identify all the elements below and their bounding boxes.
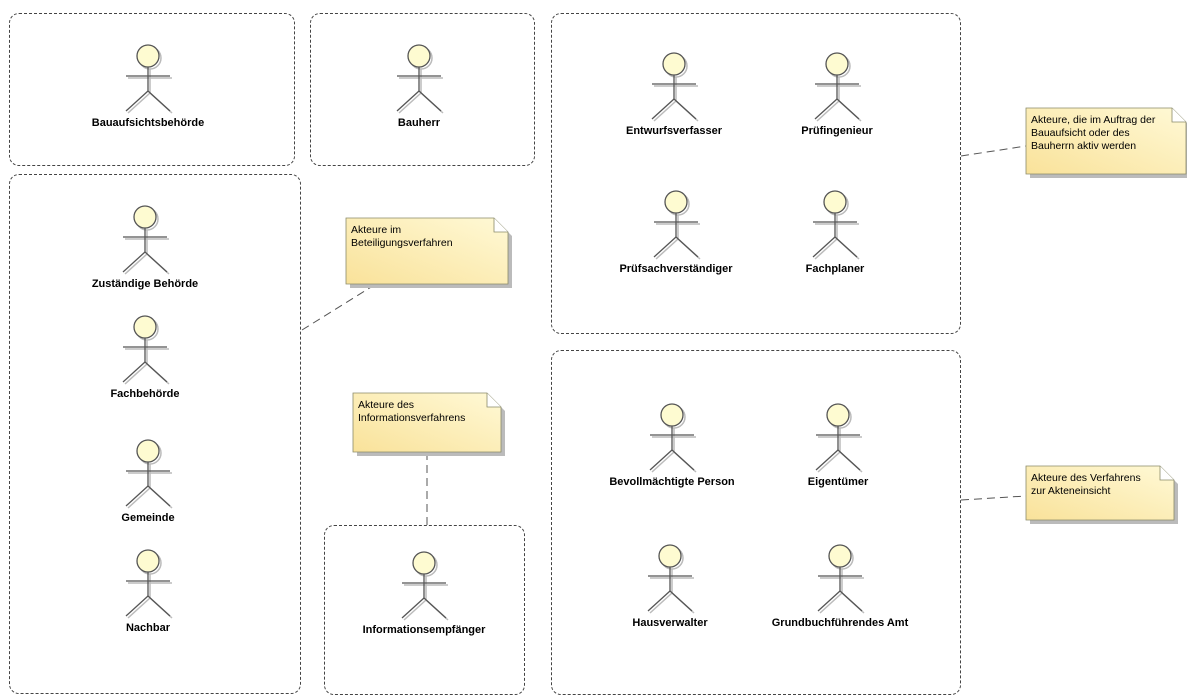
actor-gemeinde[interactable]: Gemeinde	[68, 439, 228, 550]
note-auftrag[interactable]: Akteure, die im Auftrag der Bauaufsicht …	[1025, 107, 1187, 178]
actor-label: Fachplaner	[805, 263, 865, 275]
stick-figure-icon	[396, 44, 444, 114]
actor-label: Gemeinde	[121, 512, 175, 524]
actor-bevollmaechtigte-person[interactable]: Bevollmächtigte Person	[592, 403, 752, 514]
stick-figure-icon	[812, 190, 860, 260]
actor-label: Zuständige Behörde	[91, 278, 199, 290]
stick-figure-icon	[401, 551, 449, 621]
stick-figure-icon	[125, 549, 173, 619]
actor-pruefsachverstaendiger[interactable]: Prüfsachverständiger	[596, 190, 756, 301]
actor-label: Entwurfsverfasser	[626, 125, 722, 137]
actor-bauaufsichtsbehoerde[interactable]: Bauaufsichtsbehörde	[68, 44, 228, 155]
stick-figure-icon	[125, 44, 173, 114]
connector-auftrag	[960, 145, 1027, 157]
stick-figure-icon	[647, 544, 695, 614]
stick-figure-icon	[815, 403, 863, 473]
actor-eigentuemer[interactable]: Eigentümer	[758, 403, 918, 514]
stick-figure-icon	[125, 439, 173, 509]
stick-figure-icon	[653, 190, 701, 260]
stick-figure-icon	[651, 52, 699, 122]
note-text: Akteure im Beteiligungsverfahren	[351, 224, 453, 249]
actor-zustaendige-behoerde[interactable]: Zuständige Behörde	[65, 205, 225, 316]
actor-label: Prüfsachverständiger	[619, 263, 733, 275]
actor-label: Grundbuchführendes Amt	[771, 617, 909, 629]
actor-grundbuchfuehrendes-amt[interactable]: Grundbuchführendes Amt	[760, 544, 920, 655]
note-shape	[1025, 107, 1187, 178]
note-shape	[345, 217, 512, 288]
actor-label: Hausverwalter	[632, 617, 708, 629]
connector-beteiligung	[301, 283, 377, 331]
actor-bauherr[interactable]: Bauherr	[339, 44, 499, 155]
boundary-bauaufsicht[interactable]	[9, 13, 295, 166]
actor-entwurfsverfasser[interactable]: Entwurfsverfasser	[594, 52, 754, 163]
note-text: Akteure des Informationsverfahrens	[358, 399, 466, 424]
note-akteneinsicht[interactable]: Akteure des Verfahrens zur Akteneinsicht	[1025, 465, 1178, 524]
actor-label: Bauaufsichtsbehörde	[91, 117, 205, 129]
use-case-diagram: Bauaufsichtsbehörde Bauherr Entwurfsverf…	[9, 13, 1187, 695]
actor-label: Bauherr	[397, 117, 441, 129]
stick-figure-icon	[122, 205, 170, 275]
stick-figure-icon	[817, 544, 865, 614]
actor-hausverwalter[interactable]: Hausverwalter	[590, 544, 750, 655]
connector-akteneinsicht	[960, 495, 1027, 501]
actor-informationsempfaenger[interactable]: Informationsempfänger	[344, 551, 504, 662]
note-connectors	[301, 145, 1027, 525]
note-information[interactable]: Akteure des Informationsverfahrens	[352, 392, 505, 456]
stick-figure-icon	[814, 52, 862, 122]
actor-label: Informationsempfänger	[362, 624, 486, 636]
note-shape	[1025, 465, 1178, 524]
actor-label: Bevollmächtigte Person	[609, 476, 735, 488]
actor-label: Prüfingenieur	[801, 125, 873, 137]
note-shape	[352, 392, 505, 456]
actor-label: Nachbar	[125, 622, 171, 634]
actor-label: Fachbehörde	[110, 388, 180, 400]
boundary-auftrag[interactable]	[551, 13, 961, 334]
note-text: Akteure des Verfahrens zur Akteneinsicht	[1031, 472, 1141, 497]
note-text: Akteure, die im Auftrag der Bauaufsicht …	[1031, 114, 1156, 152]
actor-label: Eigentümer	[807, 476, 869, 488]
stick-figure-icon	[649, 403, 697, 473]
actor-fachplaner[interactable]: Fachplaner	[755, 190, 915, 301]
actor-pruefingenieur[interactable]: Prüfingenieur	[757, 52, 917, 163]
note-beteiligung[interactable]: Akteure im Beteiligungsverfahren	[345, 217, 512, 288]
actor-fachbehoerde[interactable]: Fachbehörde	[65, 315, 225, 426]
boundary-bauherr[interactable]	[310, 13, 535, 166]
stick-figure-icon	[122, 315, 170, 385]
actor-nachbar[interactable]: Nachbar	[68, 549, 228, 660]
